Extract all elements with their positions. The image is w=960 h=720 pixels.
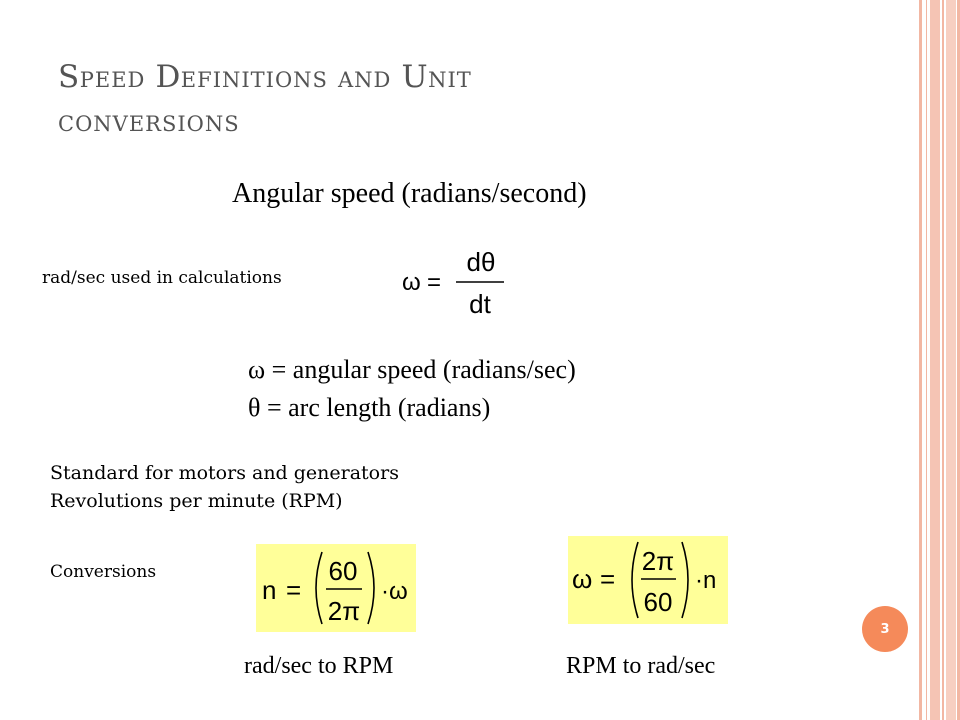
formula-multiplier: ·ω <box>381 578 408 605</box>
border-stripe <box>930 0 940 720</box>
border-stripe <box>942 0 944 720</box>
formula-lhs: n <box>262 575 276 605</box>
formula-numerator: 2π <box>642 546 674 576</box>
page-number-badge: 3 <box>862 606 908 652</box>
formula-denominator: dt <box>469 289 491 319</box>
formula-numerator: 60 <box>329 556 358 586</box>
theta-definition: θ = arc length (radians) <box>248 393 491 422</box>
formula-eq: = <box>600 564 615 594</box>
formula-multiplier: ·n <box>695 567 716 594</box>
formula-numerator: dθ <box>467 247 496 277</box>
formula-denominator: 60 <box>644 587 673 617</box>
omega-definition: ω = angular speed (radians/sec) <box>248 355 576 384</box>
formula-lhs: ω <box>572 564 592 594</box>
formula-eq: = <box>286 575 301 605</box>
border-stripe <box>957 0 960 720</box>
conversions-label: Conversions <box>50 562 157 582</box>
title-line-2: CONVERSIONS <box>58 112 240 136</box>
formula-highlight <box>568 536 728 624</box>
calc-note: rad/sec used in calculations <box>42 268 282 288</box>
caption-rad-to-rpm: rad/sec to RPM <box>244 653 394 679</box>
caption-rpm-to-rad: RPM to rad/sec <box>566 653 716 679</box>
title-line-1: SPEED DEFINITIONS AND UNIT <box>58 59 472 95</box>
rpm-line: Revolutions per minute (RPM) <box>50 490 343 512</box>
border-stripe <box>946 0 956 720</box>
border-stripe <box>919 0 922 720</box>
slide-title: SPEED DEFINITIONS AND UNIT CONVERSIONS <box>58 55 878 146</box>
left-paren <box>315 551 323 625</box>
motors-line: Standard for motors and generators <box>50 462 399 484</box>
formula-lhs: ω <box>402 269 421 296</box>
formula-denominator: 2π <box>328 596 360 626</box>
border-stripe <box>926 0 927 720</box>
section-heading: Angular speed (radians/second) <box>232 178 587 209</box>
left-paren <box>631 541 639 619</box>
omega-definition-formula: ω = dθ dt <box>402 247 504 319</box>
right-paren <box>681 541 689 619</box>
rad-to-rpm-formula: n = 60 2π ·ω <box>262 551 408 626</box>
rpm-to-rad-formula: ω = 2π 60 ·n <box>572 541 716 619</box>
formula-highlight <box>256 544 416 632</box>
right-paren <box>367 551 375 625</box>
formula-eq: = <box>427 269 441 296</box>
